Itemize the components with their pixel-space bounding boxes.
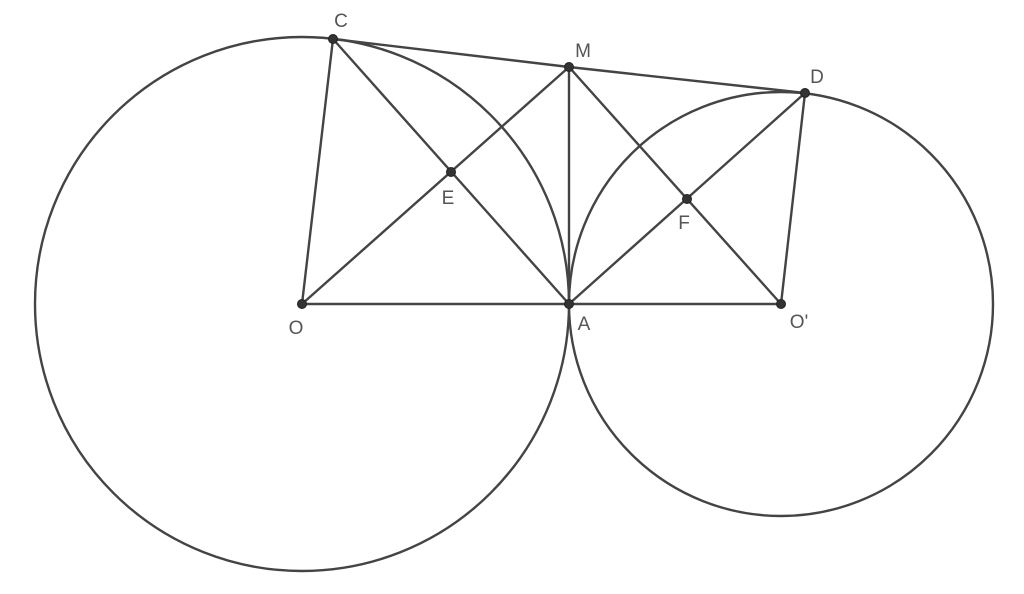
point-m [564, 62, 574, 72]
point-d [800, 88, 810, 98]
labels-layer: C M D E F O A O' [289, 11, 824, 339]
segment-c-m [331, 37, 571, 69]
segment-o-m [300, 65, 571, 306]
label-a: A [578, 314, 591, 335]
segment-o-prime-d [779, 91, 807, 306]
segment-m-d [567, 65, 807, 95]
label-o: O [289, 318, 304, 339]
label-f: F [678, 213, 690, 234]
label-d: D [810, 67, 824, 88]
point-f [682, 194, 692, 204]
point-o [297, 299, 307, 309]
segment-m-o-prime [567, 65, 783, 306]
point-c [328, 34, 338, 44]
point-e [446, 167, 456, 177]
label-o-prime: O' [790, 312, 808, 333]
segment-o-c [300, 37, 335, 306]
point-o-prime [776, 299, 786, 309]
label-e: E [442, 188, 455, 209]
point-a [564, 299, 574, 309]
label-c: C [334, 11, 348, 32]
label-m: M [575, 41, 591, 62]
points-layer [297, 34, 810, 309]
segments-layer [300, 37, 807, 306]
